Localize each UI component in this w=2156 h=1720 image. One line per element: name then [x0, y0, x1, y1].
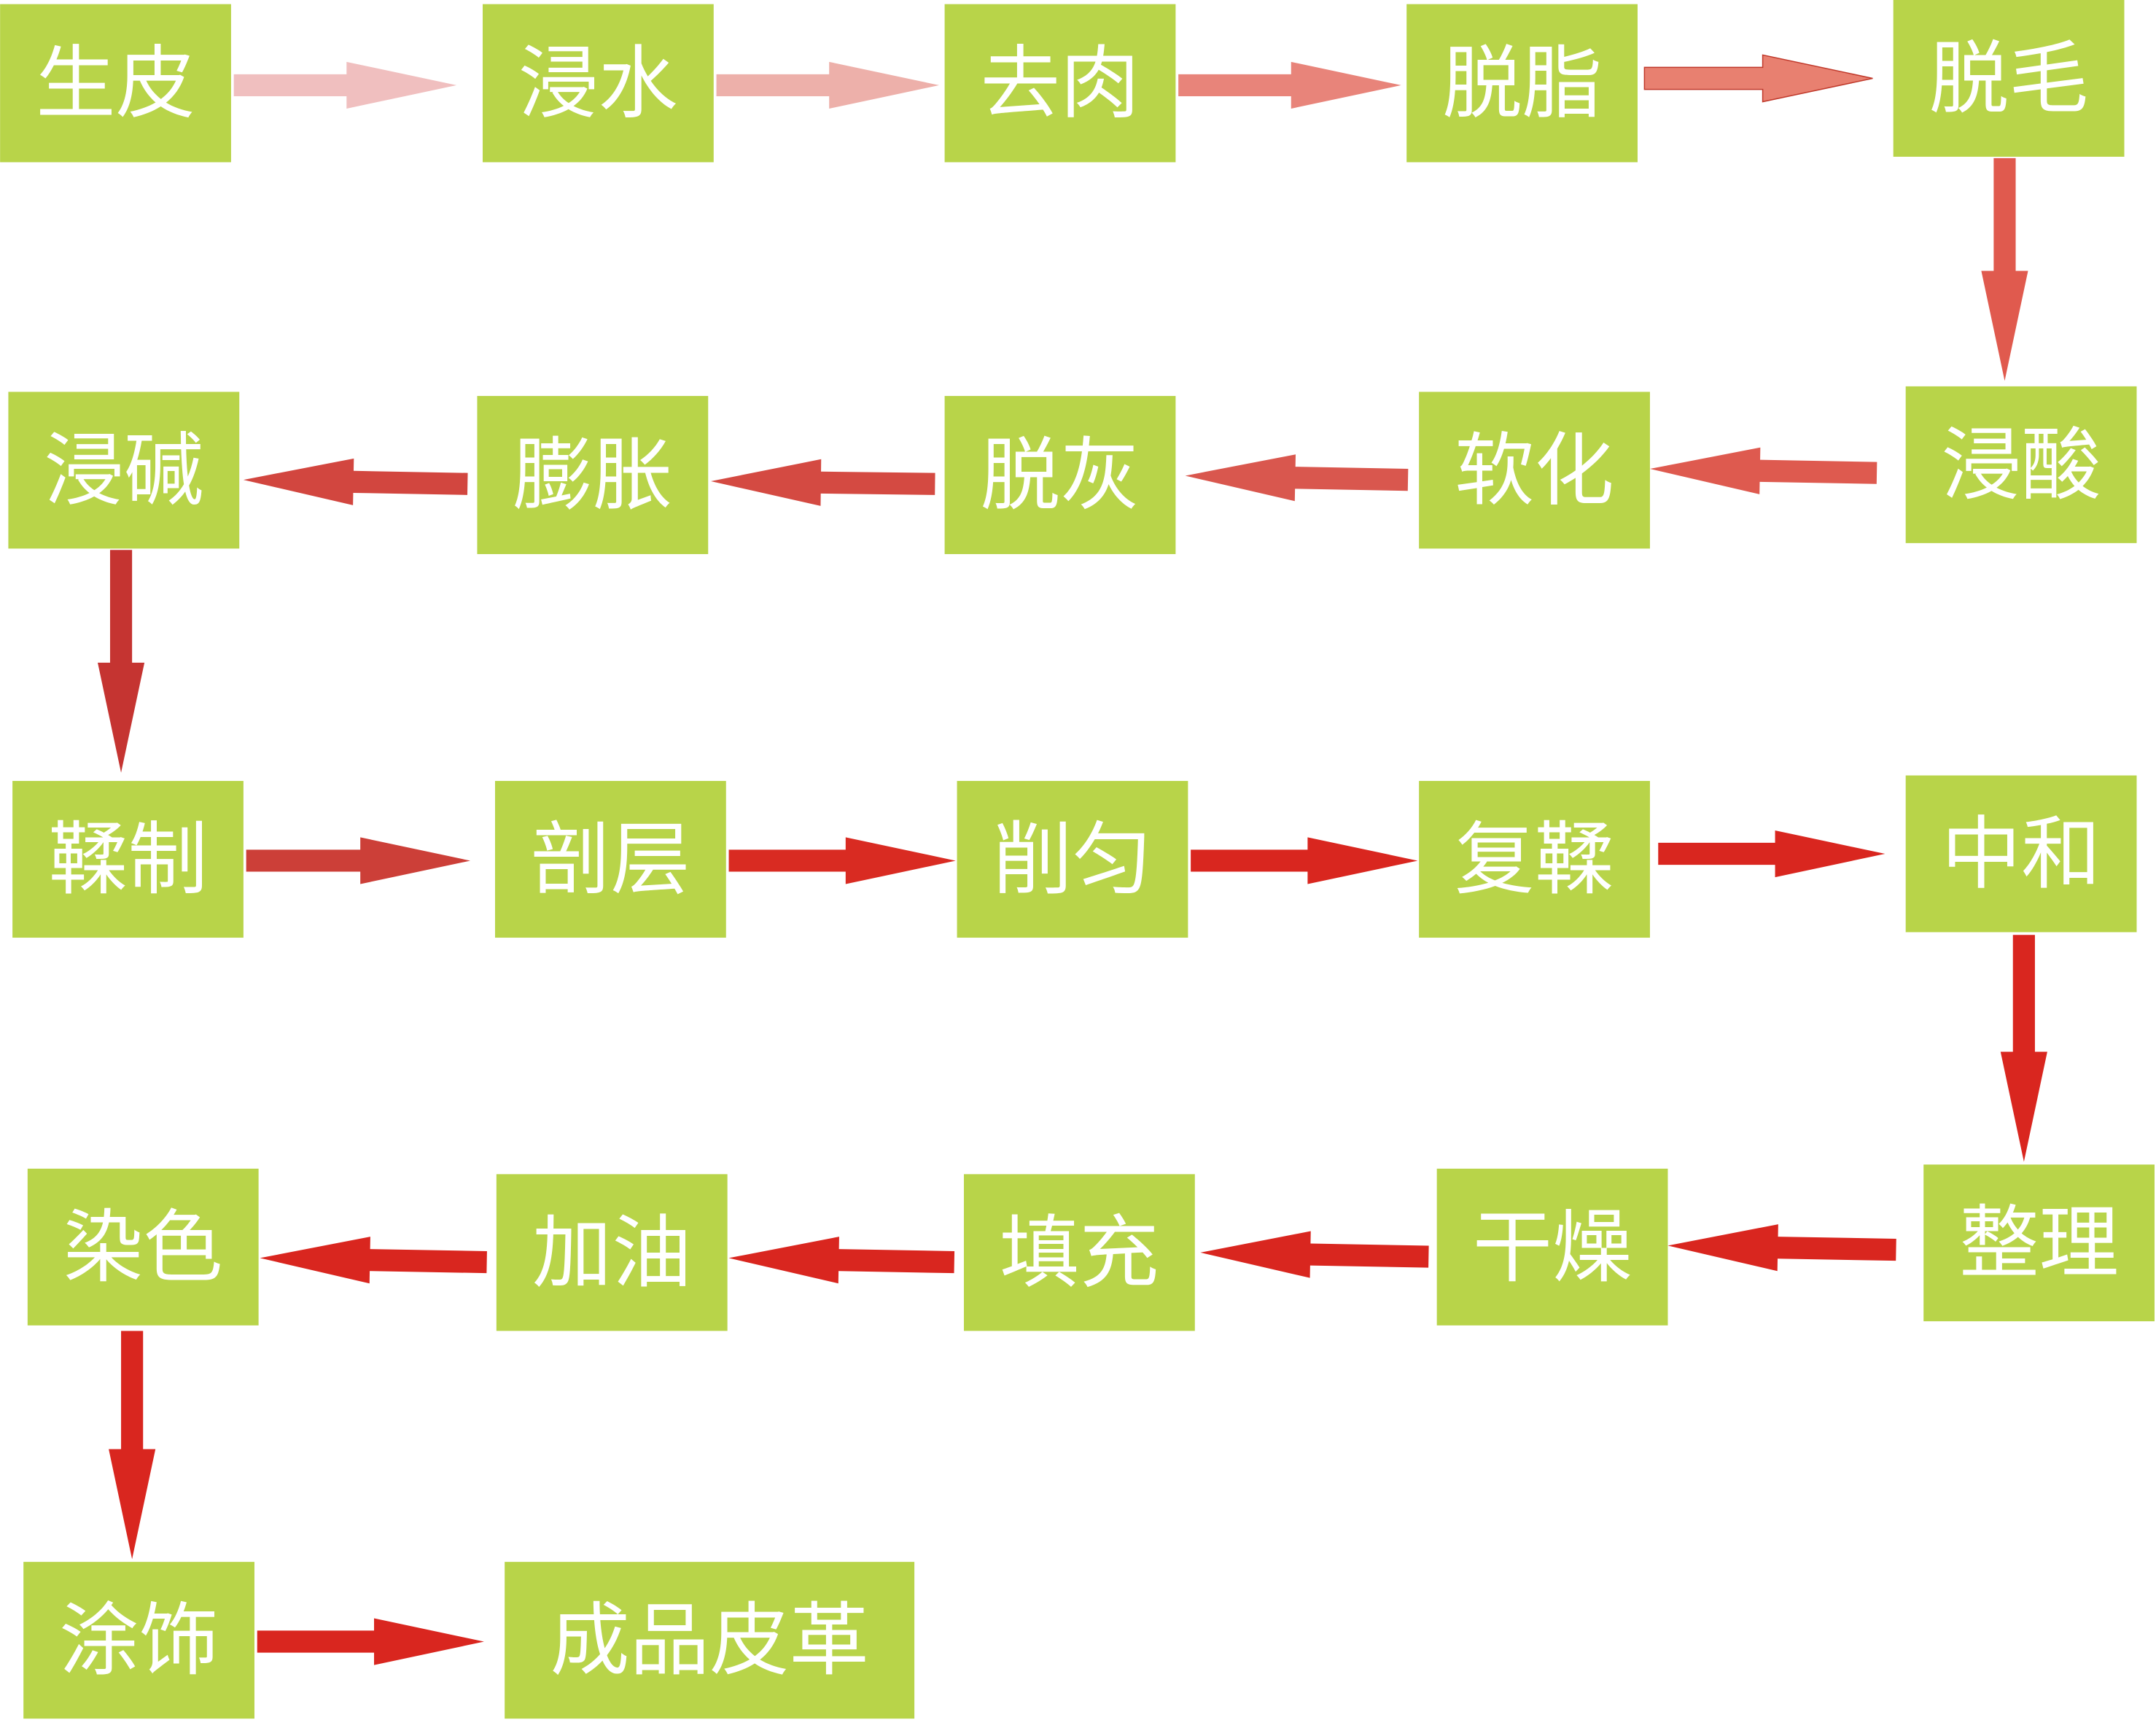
flow-arrow-20: [109, 1331, 156, 1560]
flow-arrow-1: [233, 61, 457, 109]
flow-arrow-7: [1185, 454, 1409, 502]
step-box-background: [8, 392, 240, 549]
step-label: 成品皮革: [550, 1594, 868, 1687]
step-label: 浸碱: [44, 424, 203, 517]
step-box-background: [477, 396, 709, 554]
flow-arrow-19: [260, 1237, 487, 1284]
step-box-background: [1406, 4, 1638, 163]
step-box-background: [1923, 1164, 2155, 1322]
step-box-17: 干燥: [1436, 1168, 1668, 1326]
flow-arrow-17: [1200, 1231, 1429, 1278]
step-box-background: [482, 4, 714, 163]
flow-arrow-12: [728, 837, 956, 884]
step-label: 复鞣: [1455, 813, 1614, 906]
step-box-background: [1436, 1168, 1668, 1326]
step-box-11: 鞣制: [12, 781, 244, 938]
step-box-background: [944, 396, 1176, 554]
flow-arrow-3: [1178, 61, 1401, 109]
step-box-background: [957, 781, 1188, 938]
step-box-background: [23, 1562, 254, 1719]
flow-arrow-15: [2000, 935, 2047, 1162]
step-box-3: 去肉: [944, 4, 1176, 163]
step-box-background: [494, 781, 726, 938]
step-box-background: [0, 4, 231, 163]
flow-arrow-11: [246, 837, 471, 884]
step-box-21: 涂饰: [23, 1562, 254, 1719]
step-box-background: [27, 1168, 259, 1326]
step-label: 生皮: [36, 36, 195, 130]
step-label: 脱脂: [1442, 36, 1602, 130]
step-box-15: 中和: [1905, 775, 2137, 933]
step-box-10: 浸碱: [8, 392, 240, 549]
flow-arrow-4: [1643, 54, 1873, 103]
step-box-12: 剖层: [494, 781, 726, 938]
flow-arrow-13: [1191, 837, 1418, 884]
step-box-background: [1419, 781, 1650, 938]
step-label: 加油: [532, 1206, 692, 1299]
flow-arrow-10: [98, 550, 145, 773]
flow-arrow-16: [1667, 1224, 1896, 1272]
step-label: 浸酸: [1942, 418, 2101, 511]
step-box-2: 浸水: [482, 4, 714, 163]
step-label: 染色: [63, 1200, 223, 1293]
step-label: 削匀: [993, 813, 1153, 906]
step-label: 剖层: [531, 813, 690, 906]
flow-arrow-21: [257, 1618, 484, 1665]
step-box-background: [1905, 775, 2137, 933]
step-box-18: 填充: [963, 1174, 1195, 1331]
flow-arrow-5: [1981, 157, 2028, 381]
flow-arrow-6: [1649, 447, 1877, 494]
step-box-7: 软化: [1419, 392, 1650, 549]
step-box-20: 染色: [27, 1168, 259, 1326]
flow-arrow-9: [243, 458, 468, 505]
step-box-background: [1893, 0, 2125, 157]
step-label: 整理: [1959, 1196, 2119, 1290]
step-label: 鞣制: [48, 813, 208, 906]
step-box-6: 浸酸: [1905, 386, 2137, 543]
flow-arrow-2: [716, 61, 940, 109]
step-box-1: 生皮: [0, 4, 231, 163]
step-box-background: [1419, 392, 1650, 549]
step-label: 膨胀: [513, 429, 672, 522]
step-label: 填充: [1000, 1206, 1159, 1299]
step-label: 去肉: [981, 36, 1140, 130]
step-box-16: 整理: [1923, 1164, 2155, 1322]
step-box-14: 复鞣: [1419, 781, 1650, 938]
step-box-22: 成品皮革: [505, 1562, 915, 1719]
flow-arrow-14: [1658, 830, 1885, 878]
step-label: 软化: [1455, 424, 1614, 517]
flow-arrow-8: [711, 459, 935, 506]
step-label: 脱毛: [1929, 31, 2089, 125]
step-label: 中和: [1942, 807, 2101, 900]
step-box-background: [496, 1174, 728, 1331]
step-box-9: 膨胀: [477, 396, 709, 554]
step-label: 脱灰: [981, 429, 1140, 522]
step-box-8: 脱灰: [944, 396, 1176, 554]
step-box-background: [944, 4, 1176, 163]
step-box-background: [963, 1174, 1195, 1331]
arrows-layer: [98, 54, 2047, 1665]
step-box-4: 脱脂: [1406, 4, 1638, 163]
step-box-5: 脱毛: [1893, 0, 2125, 157]
step-box-13: 削匀: [957, 781, 1188, 938]
flow-arrow-18: [728, 1237, 955, 1284]
step-box-background: [1905, 386, 2137, 543]
step-box-background: [505, 1562, 915, 1719]
step-label: 涂饰: [59, 1594, 219, 1687]
step-box-background: [12, 781, 244, 938]
step-box-19: 加油: [496, 1174, 728, 1331]
step-label: 干燥: [1473, 1200, 1632, 1293]
step-label: 浸水: [518, 36, 678, 130]
